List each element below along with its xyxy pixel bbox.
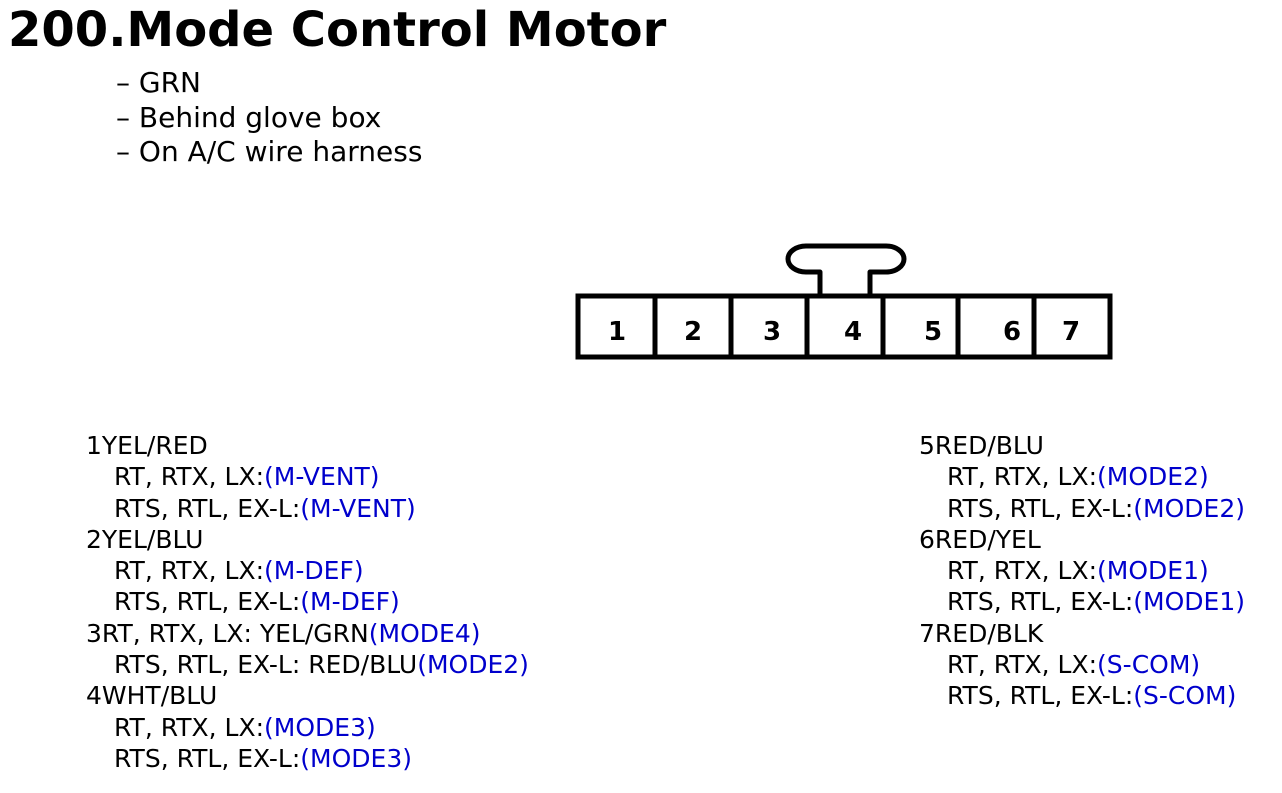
bullet-text: Behind glove box (138, 100, 382, 134)
pin-variant-line: RTS, RTL, EX-L:(MODE1) (919, 586, 1245, 617)
signal-name: (MODE1) (1133, 587, 1245, 617)
page-title: 200.Mode Control Motor (8, 2, 667, 58)
model-list: RTS, RTL, EX-L: (947, 681, 1134, 711)
pin-number: 7 (919, 618, 935, 648)
pin-number-2: 2 (684, 317, 702, 347)
pin-header: 6RED/YEL (919, 524, 1245, 555)
pin-variant-line: RTS, RTL, EX-L:(MODE2) (919, 493, 1245, 524)
model-list: RTS, RTL, EX-L: (114, 493, 301, 523)
pin-number-6: 6 (1003, 317, 1021, 347)
pin-number: 4 (86, 681, 102, 711)
connector-info-list: – GRN – Behind glove box – On A/C wire h… (116, 66, 422, 170)
wire-color: YEL/RED (101, 431, 208, 460)
pin-list-left: 1YEL/RED RT, RTX, LX:(M-VENT) RTS, RTL, … (86, 430, 529, 774)
model-list: RTS, RTL, EX-L: (947, 587, 1134, 617)
pin-variant-line: RTS, RTL, EX-L: RED/BLU(MODE2) (86, 649, 529, 680)
model-list: RTS, RTL, EX-L: RED/BLU (114, 650, 418, 680)
connector-color: – GRN (116, 66, 422, 101)
pin-entry-1: 1YEL/RED RT, RTX, LX:(M-VENT) RTS, RTL, … (86, 430, 529, 524)
pin-entry-2: 2YEL/BLU RT, RTX, LX:(M-DEF) RTS, RTL, E… (86, 524, 529, 618)
bullet-dash: – (116, 100, 139, 134)
signal-name: (MODE2) (1133, 493, 1245, 523)
pin-header: 1YEL/RED (86, 430, 529, 461)
pin-variant-line: RTS, RTL, EX-L:(MODE3) (86, 743, 529, 774)
signal-name: (S-COM) (1133, 681, 1237, 711)
signal-name: (M-DEF) (264, 556, 364, 586)
pin-variant-line: RTS, RTL, EX-L:(M-VENT) (86, 493, 529, 524)
signal-name: (MODE3) (300, 743, 412, 773)
signal-name: (MODE2) (1097, 462, 1209, 492)
pin-number: 1 (86, 431, 102, 460)
pin-variant-line: RTS, RTL, EX-L:(S-COM) (919, 680, 1245, 711)
model-list: RTS, RTL, EX-L: (114, 743, 301, 773)
wire-color: RT, RTX, LX: YEL/GRN (101, 618, 369, 648)
pin-variant-line: RT, RTX, LX:(MODE1) (919, 555, 1245, 586)
pin-header: 5RED/BLU (919, 430, 1245, 461)
pin-number-3: 3 (763, 317, 781, 347)
pin-entry-7: 7RED/BLK RT, RTX, LX:(S-COM) RTS, RTL, E… (919, 618, 1245, 712)
pin-variant-line: RT, RTX, LX:(S-COM) (919, 649, 1245, 680)
signal-name: (M-VENT) (300, 493, 416, 523)
pin-number: 6 (919, 524, 935, 554)
pin-number: 2 (86, 524, 102, 554)
bullet-dash: – (116, 135, 139, 168)
pin-variant-line: RT, RTX, LX:(MODE2) (919, 461, 1245, 492)
wire-color: RED/BLU (934, 431, 1044, 460)
pin-number: 3 (86, 618, 102, 648)
bullet-text: GRN (138, 66, 202, 99)
model-list: RT, RTX, LX: (114, 712, 265, 742)
pin-number-4: 4 (844, 317, 862, 347)
bullet-dash: – (116, 66, 139, 99)
wire-color: RED/YEL (934, 524, 1041, 554)
pin-variant-line: RTS, RTL, EX-L:(M-DEF) (86, 586, 529, 617)
pin-number-5: 5 (924, 317, 942, 347)
signal-name: (M-DEF) (300, 587, 400, 617)
wire-color: WHT/BLU (101, 681, 218, 711)
pin-variant-line: RT, RTX, LX:(M-VENT) (86, 461, 529, 492)
model-list: RTS, RTL, EX-L: (947, 493, 1134, 523)
pin-header: 4WHT/BLU (86, 680, 529, 711)
pin-entry-4: 4WHT/BLU RT, RTX, LX:(MODE3) RTS, RTL, E… (86, 680, 529, 774)
model-list: RT, RTX, LX: (947, 556, 1098, 586)
connector-diagram: 1 2 3 4 5 6 7 (575, 243, 1113, 360)
pin-list-right: 5RED/BLU RT, RTX, LX:(MODE2) RTS, RTL, E… (919, 430, 1245, 712)
pin-number-7: 7 (1062, 317, 1080, 347)
pin-variant-line: RT, RTX, LX:(MODE3) (86, 712, 529, 743)
bullet-text: On A/C wire harness (138, 135, 423, 168)
pin-header: 7RED/BLK (919, 618, 1245, 649)
connector-body (575, 293, 1113, 360)
pin-entry-3: 3RT, RTX, LX: YEL/GRN(MODE4) RTS, RTL, E… (86, 618, 529, 681)
pin-entry-6: 6RED/YEL RT, RTX, LX:(MODE1) RTS, RTL, E… (919, 524, 1245, 618)
model-list: RT, RTX, LX: (947, 462, 1098, 492)
model-list: RT, RTX, LX: (947, 650, 1098, 680)
pin-entry-5: 5RED/BLU RT, RTX, LX:(MODE2) RTS, RTL, E… (919, 430, 1245, 524)
pin-variant-line: RT, RTX, LX:(M-DEF) (86, 555, 529, 586)
signal-name: (MODE2) (417, 650, 529, 680)
model-list: RT, RTX, LX: (114, 556, 265, 586)
wire-color: YEL/BLU (101, 524, 204, 554)
signal-name: (MODE3) (264, 712, 376, 742)
connector-harness: – On A/C wire harness (116, 135, 422, 170)
connector-latch (785, 243, 907, 296)
signal-name: (MODE4) (368, 618, 481, 648)
pin-number-1: 1 (608, 317, 626, 347)
connector-location: – Behind glove box (116, 101, 422, 136)
signal-name: (S-COM) (1097, 650, 1201, 680)
pin-header: 2YEL/BLU (86, 524, 529, 555)
pin-header: 3RT, RTX, LX: YEL/GRN(MODE4) (86, 618, 529, 649)
signal-name: (M-VENT) (264, 462, 380, 492)
signal-name: (MODE1) (1097, 556, 1209, 586)
model-list: RTS, RTL, EX-L: (114, 587, 301, 617)
pin-number: 5 (919, 431, 935, 460)
model-list: RT, RTX, LX: (114, 462, 265, 492)
wire-color: RED/BLK (934, 618, 1044, 648)
